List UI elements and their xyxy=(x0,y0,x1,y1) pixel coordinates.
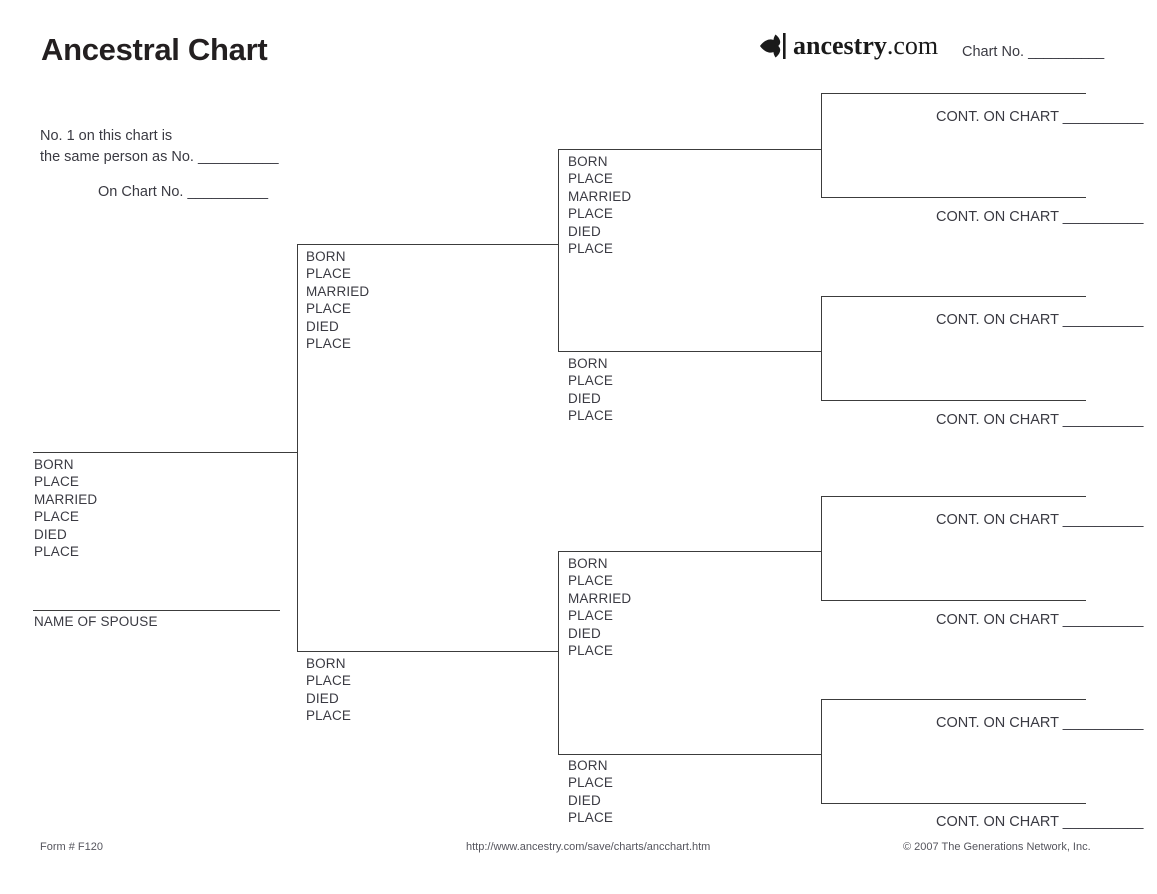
field-born: BORN xyxy=(306,656,346,671)
gen4-7-cont-on-chart[interactable]: CONT. ON CHART __________ xyxy=(936,715,1144,731)
field-born: BORN xyxy=(568,154,608,169)
field-born: BORN xyxy=(568,758,608,773)
gen4-2-name-rule[interactable] xyxy=(821,197,1086,198)
connector-gen3-1-gen4 xyxy=(821,93,822,197)
footer-form-number: Form # F120 xyxy=(40,841,103,853)
field-married: MARRIED xyxy=(568,188,632,204)
field-place: PLACE xyxy=(34,474,80,490)
brand-tld: .com xyxy=(886,31,939,60)
connector-gen2-mother-gen3 xyxy=(558,551,559,754)
spouse-caption: NAME OF SPOUSE xyxy=(34,614,158,629)
gen3-maternal-grandfather-rule[interactable] xyxy=(558,551,822,552)
ancestry-logo: ancestry.com xyxy=(758,29,938,63)
connector-gen2-father-gen3 xyxy=(558,149,559,352)
field-place: PLACE xyxy=(568,810,614,826)
gen4-5-name-rule[interactable] xyxy=(821,496,1086,497)
note-line-3[interactable]: On Chart No. __________ xyxy=(98,184,269,200)
field-place: PLACE xyxy=(568,775,614,791)
note-line-2[interactable]: the same person as No. __________ xyxy=(40,149,279,165)
gen4-8-cont-on-chart[interactable]: CONT. ON CHART __________ xyxy=(936,814,1144,830)
gen2-mother-fields: BORN PLACE DIED PLACE xyxy=(306,655,351,725)
field-married: MARRIED xyxy=(306,283,370,299)
gen4-4-name-rule[interactable] xyxy=(821,400,1086,401)
field-married: MARRIED xyxy=(34,491,98,507)
field-place: PLACE xyxy=(568,408,614,424)
field-place: PLACE xyxy=(34,544,80,560)
field-place: PLACE xyxy=(306,673,352,689)
field-place: PLACE xyxy=(306,301,352,317)
chart-no-blank: __________ xyxy=(1028,44,1104,60)
gen3-maternal-grandfather-fields: BORN PLACE MARRIED PLACE DIED PLACE xyxy=(568,555,631,659)
chart-no-field[interactable]: Chart No. __________ xyxy=(962,44,1104,60)
gen3-maternal-grandmother-rule[interactable] xyxy=(558,754,822,755)
gen2-mother-name-rule[interactable] xyxy=(297,651,559,652)
field-place: PLACE xyxy=(306,266,352,282)
gen4-2-cont-on-chart[interactable]: CONT. ON CHART __________ xyxy=(936,209,1144,225)
gen3-paternal-grandfather-rule[interactable] xyxy=(558,149,822,150)
field-place: PLACE xyxy=(568,608,614,624)
field-born: BORN xyxy=(568,356,608,371)
connector-gen3-2-gen4 xyxy=(821,296,822,400)
field-married: MARRIED xyxy=(568,590,632,606)
chart-no-label: Chart No. xyxy=(962,44,1029,60)
gen4-6-name-rule[interactable] xyxy=(821,600,1086,601)
person-1-fields: BORN PLACE MARRIED PLACE DIED PLACE xyxy=(34,456,97,560)
field-place: PLACE xyxy=(34,509,80,525)
brand-name: ancestry xyxy=(793,31,887,60)
gen2-father-fields: BORN PLACE MARRIED PLACE DIED PLACE xyxy=(306,248,369,352)
field-place: PLACE xyxy=(568,206,614,222)
field-place: PLACE xyxy=(568,373,614,389)
gen4-3-name-rule[interactable] xyxy=(821,296,1086,297)
field-place: PLACE xyxy=(306,708,352,724)
gen4-6-cont-on-chart[interactable]: CONT. ON CHART __________ xyxy=(936,612,1144,628)
ancestry-leaf-icon xyxy=(758,32,792,60)
person-1-name-rule[interactable] xyxy=(33,452,298,453)
gen4-1-cont-on-chart[interactable]: CONT. ON CHART __________ xyxy=(936,109,1144,125)
field-place: PLACE xyxy=(568,643,614,659)
field-born: BORN xyxy=(306,249,346,264)
field-born: BORN xyxy=(34,457,74,472)
gen3-paternal-grandfather-fields: BORN PLACE MARRIED PLACE DIED PLACE xyxy=(568,153,631,257)
field-died: DIED xyxy=(568,625,601,641)
ancestry-wordmark: ancestry.com xyxy=(793,33,938,59)
gen3-paternal-grandmother-fields: BORN PLACE DIED PLACE xyxy=(568,355,613,425)
gen4-1-name-rule[interactable] xyxy=(821,93,1086,94)
field-place: PLACE xyxy=(568,573,614,589)
gen4-7-name-rule[interactable] xyxy=(821,699,1086,700)
field-place: PLACE xyxy=(568,171,614,187)
field-died: DIED xyxy=(306,690,339,706)
connector-gen3-4-gen4 xyxy=(821,699,822,803)
connector-gen1-gen2 xyxy=(297,244,298,652)
gen3-paternal-grandmother-rule[interactable] xyxy=(558,351,822,352)
footer-copyright: © 2007 The Generations Network, Inc. xyxy=(903,841,1091,853)
gen4-8-name-rule[interactable] xyxy=(821,803,1086,804)
field-born: BORN xyxy=(568,556,608,571)
field-died: DIED xyxy=(568,223,601,239)
gen2-father-name-rule[interactable] xyxy=(297,244,559,245)
note-line-1: No. 1 on this chart is xyxy=(40,128,173,144)
gen4-5-cont-on-chart[interactable]: CONT. ON CHART __________ xyxy=(936,512,1144,528)
person-1-spouse-rule[interactable] xyxy=(33,610,280,611)
field-place: PLACE xyxy=(306,336,352,352)
page-title: Ancestral Chart xyxy=(41,32,268,67)
gen4-3-cont-on-chart[interactable]: CONT. ON CHART __________ xyxy=(936,312,1144,328)
footer-url[interactable]: http://www.ancestry.com/save/charts/ancc… xyxy=(466,841,711,853)
gen4-4-cont-on-chart[interactable]: CONT. ON CHART __________ xyxy=(936,412,1144,428)
gen3-maternal-grandmother-fields: BORN PLACE DIED PLACE xyxy=(568,757,613,827)
field-died: DIED xyxy=(306,318,339,334)
field-died: DIED xyxy=(568,390,601,406)
field-died: DIED xyxy=(34,526,67,542)
field-died: DIED xyxy=(568,792,601,808)
field-place: PLACE xyxy=(568,241,614,257)
connector-gen3-3-gen4 xyxy=(821,496,822,600)
same-person-note: No. 1 on this chart is the same person a… xyxy=(40,126,279,203)
